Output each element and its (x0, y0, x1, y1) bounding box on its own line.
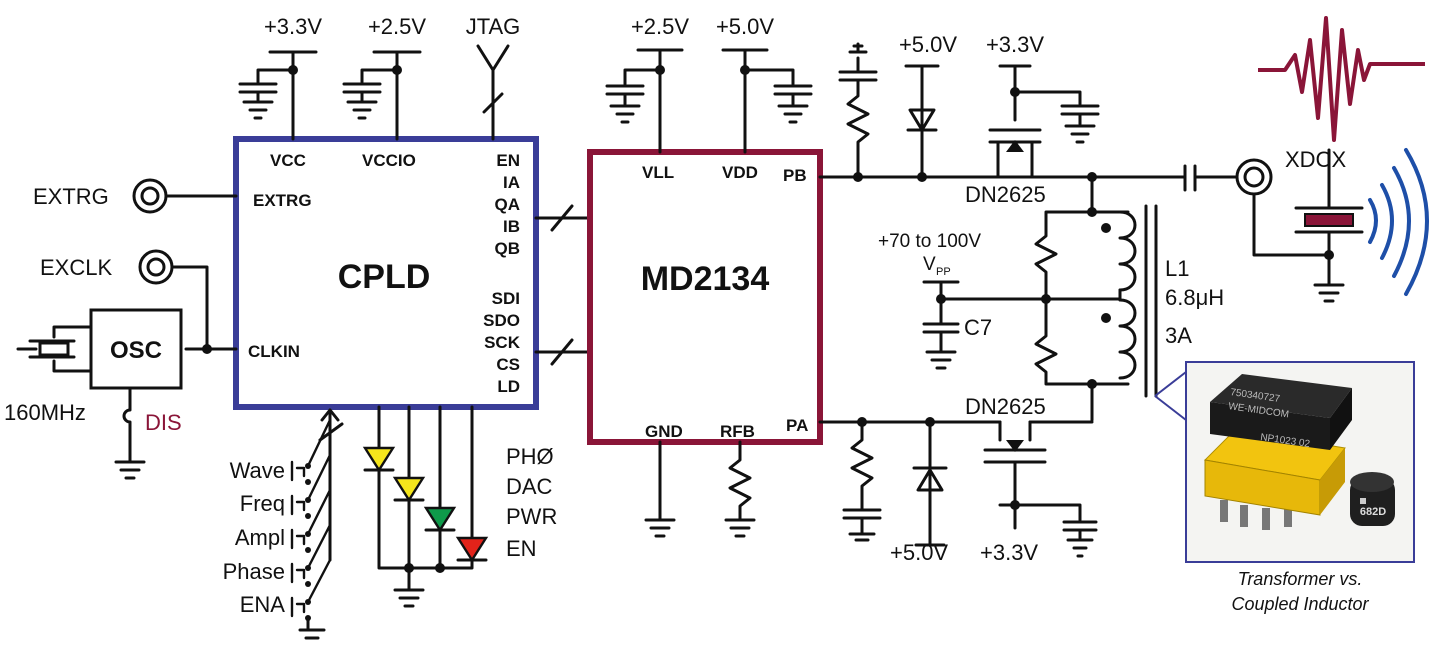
label-extrg-input: EXTRG (33, 184, 109, 209)
crystal-icon (16, 325, 93, 373)
label-3v3-top: +3.3V (986, 32, 1044, 57)
cpld-pin-vcc: VCC (270, 151, 306, 170)
cpld-pin-extrg: EXTRG (253, 191, 312, 210)
label-2v5-cpld: +2.5V (368, 14, 426, 39)
osc-label: OSC (110, 337, 162, 364)
led-red-icon (455, 536, 489, 563)
label-jtag: JTAG (466, 14, 521, 39)
cpld-pin-sdi: SDI (492, 289, 520, 308)
label-c7: C7 (964, 315, 992, 340)
switch-label-ampl: Ampl (235, 525, 285, 550)
cpld-pin-sck: SCK (484, 333, 521, 352)
cpld-pin-en: EN (496, 151, 520, 170)
md-pin-pb: PB (783, 166, 807, 185)
md2134-block (587, 149, 823, 445)
cpld-pin-cs: CS (496, 355, 520, 374)
switch-label-phase: Phase (223, 559, 285, 584)
md2134-title: MD2134 (641, 260, 770, 298)
led-label-ph0: PHØ (506, 444, 554, 469)
osc-frequency-label: 160MHz (4, 400, 86, 425)
md-pin-pa: PA (786, 416, 808, 435)
label-dn2625-bottom: DN2625 (965, 394, 1046, 419)
led-yellow-1-icon (362, 446, 396, 473)
label-5v-md: +5.0V (716, 14, 774, 39)
output-top-wiring (818, 42, 1187, 182)
bus-lines (534, 204, 592, 366)
exclk-connector[interactable] (138, 249, 174, 285)
led-label-dac: DAC (506, 474, 553, 499)
photo-caption-line1: Transformer vs. (1238, 569, 1363, 589)
label-exclk-input: EXCLK (40, 255, 112, 280)
cpld-pin-sdo: SDO (483, 311, 520, 330)
label-dn2625-top: DN2625 (965, 182, 1046, 207)
label-3v3-cpld: +3.3V (264, 14, 322, 39)
cpld-pin-ld: LD (497, 377, 520, 396)
label-2v5-md: +2.5V (631, 14, 689, 39)
dis-switch-ground (114, 386, 146, 480)
label-l1-current: 3A (1165, 323, 1192, 348)
c7-capacitor (922, 280, 1048, 370)
label-vpp: V (923, 254, 936, 275)
switch-label-freq: Freq (240, 491, 285, 516)
led-bank: PHØ DAC PWR EN (362, 405, 557, 608)
cpld-title: CPLD (338, 258, 431, 296)
cpld-pin-ia: IA (503, 173, 520, 192)
dis-label: DIS (145, 410, 182, 435)
led-label-pwr: PWR (506, 504, 557, 529)
switch-label-ena: ENA (240, 592, 286, 617)
led-yellow-2-icon (392, 476, 426, 503)
component-photo: 750340727 WE-MIDCOM NP1023 02 682D (1154, 361, 1415, 563)
cpld-pin-clkin: CLKIN (248, 342, 300, 361)
output-bottom-wiring (818, 417, 1098, 558)
label-vpp-range: +70 to 100V (878, 231, 981, 252)
cpld-pin-ib: IB (503, 217, 520, 236)
label-3v3-bottom: +3.3V (980, 540, 1038, 565)
cpld-pin-qa: QA (495, 195, 521, 214)
label-vpp-sub: PP (936, 266, 951, 278)
md-pin-vll: VLL (642, 163, 674, 182)
cpld-vcc-wiring (238, 44, 510, 141)
led-label-en: EN (506, 536, 537, 561)
pulse-waveform-icon (1258, 16, 1425, 142)
label-l1: L1 (1165, 256, 1189, 281)
md-pin-rfb: RFB (720, 422, 755, 441)
switch-bank: Wave Freq Ampl Phase ENA (223, 408, 344, 640)
xdcx-wiring (1087, 148, 1364, 303)
label-xdcx: XDCX (1285, 147, 1346, 172)
osc-block (89, 308, 183, 390)
md-pin-vdd: VDD (722, 163, 758, 182)
sound-waves-icon (1368, 148, 1429, 296)
label-l1-value: 6.8μH (1165, 285, 1224, 310)
extrg-connector[interactable] (132, 178, 168, 214)
led-green-icon (423, 506, 457, 533)
md-bottom-ground (644, 440, 756, 538)
cpld-pin-vccio: VCCIO (362, 151, 416, 170)
label-5v-bottom: +5.0V (890, 540, 948, 565)
md-supply-wiring (605, 48, 813, 154)
inductor-label: 682D (1360, 506, 1386, 518)
label-5v-top: +5.0V (899, 32, 957, 57)
cpld-pin-qb: QB (495, 239, 521, 258)
cpld-block (233, 136, 539, 410)
md-pin-gnd: GND (645, 422, 683, 441)
switch-label-wave: Wave (230, 458, 285, 483)
photo-caption-line2: Coupled Inductor (1231, 594, 1369, 614)
transformer-l1 (1034, 204, 1158, 422)
